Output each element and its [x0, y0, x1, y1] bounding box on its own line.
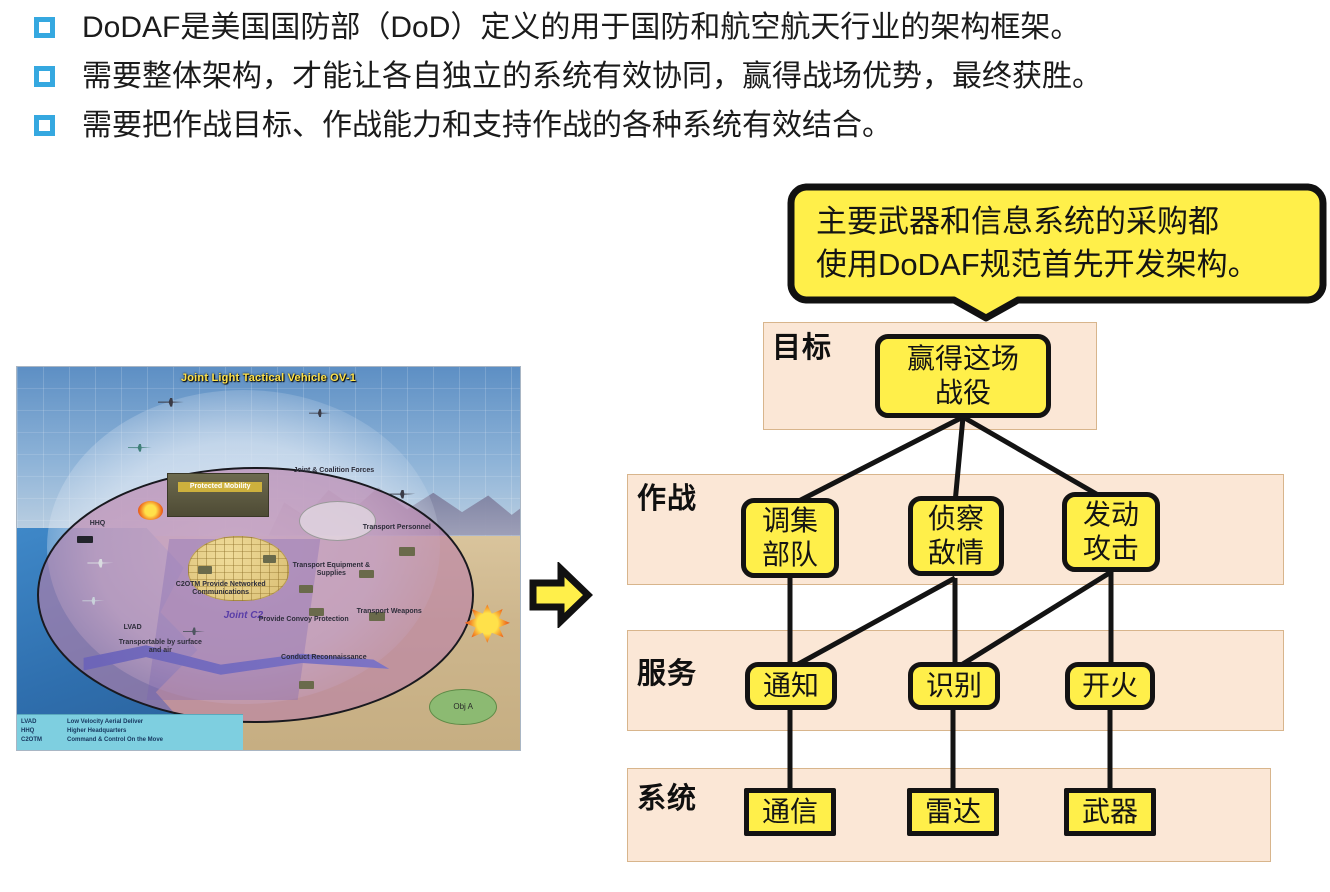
- list-item: 需要把作战目标、作战能力和支持作战的各种系统有效结合。: [34, 108, 892, 144]
- ov1-aircraft-icon: [127, 443, 152, 452]
- legend-row: HHQ Higher Headquarters: [21, 727, 239, 736]
- ov1-vehicle-icon: [359, 569, 375, 578]
- ov1-compound: [167, 474, 269, 517]
- callout-bubble: 主要武器和信息系统的采购都 使用DoDAF规范首先开发架构。: [786, 182, 1328, 324]
- layer-title-goal: 目标: [772, 332, 833, 364]
- ov1-aircraft-icon: [157, 397, 184, 407]
- ov1-aircraft-icon: [87, 558, 114, 568]
- node-recon-enemy[interactable]: 侦察 敌情: [908, 496, 1004, 576]
- ov1-label-transportable: Transportable by surface and air: [118, 638, 202, 654]
- ov1-operational-view-image: Obj A Joint Light Tactical Vehicle OV-1 …: [16, 366, 521, 751]
- legend-value: Higher Headquarters: [67, 728, 127, 734]
- ov1-aircraft-icon: [308, 409, 331, 418]
- list-item: DoDAF是美国国防部（DoD）定义的用于国防和航空航天行业的架构框架。: [34, 10, 1080, 46]
- node-win-this-battle[interactable]: 赢得这场 战役: [875, 334, 1051, 418]
- callout-text: 主要武器和信息系统的采购都 使用DoDAF规范首先开发架构。: [816, 204, 1259, 282]
- ov1-title: Joint Light Tactical Vehicle OV-1: [180, 372, 357, 384]
- ov1-explosion-icon: [137, 501, 163, 521]
- ov1-label-lvad: LVAD: [123, 623, 142, 631]
- ov1-label-joint-c2: Joint C2: [223, 610, 264, 622]
- ov1-vehicle-icon: [263, 554, 277, 563]
- ov1-label-transport-personnel: Transport Personnel: [362, 524, 431, 532]
- legend-key: C2OTM: [21, 737, 42, 743]
- flow-arrow: [527, 560, 594, 630]
- node-notify[interactable]: 通知: [745, 662, 837, 710]
- square-bullet-icon: [34, 115, 55, 136]
- layer-title-service: 服务: [637, 658, 698, 690]
- legend-key: HHQ: [21, 728, 35, 734]
- callout-shape: [787, 183, 1327, 322]
- ov1-vehicle-icon: [369, 612, 386, 622]
- ov1-label-c2otm: C2OTM Provide Networked Communications: [175, 581, 266, 597]
- square-bullet-icon: [34, 17, 55, 38]
- list-item: 需要整体架构，才能让各自独立的系统有效协同，赢得战场优势，最终获胜。: [34, 59, 1102, 95]
- node-radar[interactable]: 雷达: [907, 788, 999, 836]
- legend-row: C2OTM Command & Control On the Move: [21, 736, 239, 745]
- legend-value: Low Velocity Aerial Deliver: [67, 719, 144, 725]
- ov1-vehicle-icon: [198, 566, 213, 575]
- layer-title-system: 系统: [637, 783, 698, 815]
- ov1-vehicle-icon: [298, 585, 313, 594]
- ov1-aircraft-icon: [82, 596, 105, 605]
- ov1-unit-group: [298, 501, 377, 542]
- ov1-label-transport-equipment: Transport Equipment & Supplies: [292, 562, 371, 578]
- ov1-vehicle-icon: [77, 535, 94, 543]
- ov1-label-transport-weapons: Transport Weapons: [356, 608, 422, 616]
- layer-title-operation: 作战: [637, 483, 698, 515]
- ov1-vehicle-icon: [399, 547, 416, 556]
- node-weapon[interactable]: 武器: [1064, 788, 1156, 836]
- node-identify[interactable]: 识别: [908, 662, 1000, 710]
- ov1-label-joint-coalition-forces: Joint & Coalition Forces: [293, 466, 375, 474]
- legend-value: Command & Control On the Move: [67, 737, 163, 743]
- legend-key: LVAD: [21, 719, 37, 725]
- ov1-label-hhq: HHQ: [89, 520, 106, 528]
- node-open-fire[interactable]: 开火: [1065, 662, 1155, 710]
- bullet-list: DoDAF是美国国防部（DoD）定义的用于国防和航空航天行业的架构框架。 需要整…: [0, 0, 1330, 160]
- ov1-aircraft-icon: [182, 627, 205, 636]
- ov1-objective-marker: Obj A: [429, 688, 497, 726]
- node-launch-attack[interactable]: 发动 攻击: [1062, 492, 1160, 572]
- bullet-text: DoDAF是美国国防部（DoD）定义的用于国防和航空航天行业的架构框架。: [82, 11, 1081, 44]
- legend-row: LVAD Low Velocity Aerial Deliver: [21, 718, 239, 727]
- bullet-text: 需要把作战目标、作战能力和支持作战的各种系统有效结合。: [82, 109, 892, 142]
- ov1-label-protected-mobility: Protected Mobility: [177, 481, 263, 492]
- ov1-vehicle-icon: [308, 608, 324, 617]
- ov1-aircraft-icon: [389, 489, 416, 499]
- ov1-label-conduct-reconnaissance: Conduct Reconnaissance: [281, 654, 367, 662]
- right-block-arrow-icon: [529, 560, 594, 630]
- square-bullet-icon: [34, 66, 55, 87]
- node-mobilize-troops[interactable]: 调集 部队: [741, 498, 839, 578]
- ov1-label-convoy-protection: Provide Convoy Protection: [258, 615, 349, 623]
- bullet-text: 需要整体架构，才能让各自独立的系统有效协同，赢得战场优势，最终获胜。: [82, 60, 1102, 93]
- ov1-vehicle-icon: [298, 681, 314, 690]
- node-communication[interactable]: 通信: [744, 788, 836, 836]
- ov1-legend: LVAD Low Velocity Aerial Deliver HHQ Hig…: [17, 714, 244, 750]
